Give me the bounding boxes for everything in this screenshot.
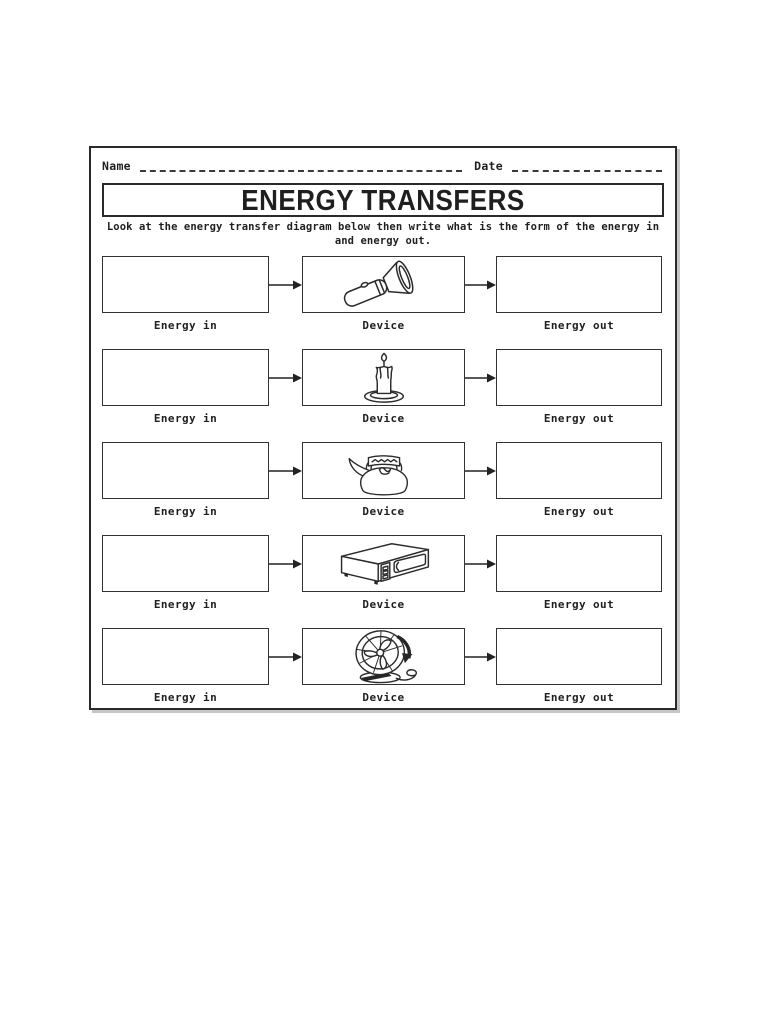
device-box <box>302 349 465 407</box>
arrow-right-icon <box>465 535 496 592</box>
transfer-row-kettle: Energy in Device <box>102 442 664 519</box>
energy-out-box[interactable] <box>496 349 662 407</box>
instructions: Look at the energy transfer diagram belo… <box>102 221 664 248</box>
energy-out-label: Energy out <box>543 505 615 519</box>
device-box <box>302 256 465 314</box>
energy-out-label: Energy out <box>543 319 615 333</box>
energy-out-label: Energy out <box>543 412 615 426</box>
kettle-icon <box>347 455 408 496</box>
energy-in-label: Energy in <box>153 598 218 612</box>
transfer-rows: Energy in <box>102 256 664 705</box>
arrow-right-icon <box>465 442 496 499</box>
energy-in-box[interactable] <box>102 442 269 500</box>
device-box <box>302 442 465 500</box>
instructions-line-2: and energy out. <box>334 234 432 247</box>
energy-in-label: Energy in <box>153 319 218 333</box>
device-label: Device <box>362 319 405 333</box>
energy-out-box[interactable] <box>496 256 662 314</box>
arrow-right-icon <box>269 535 302 592</box>
arrow-right-icon <box>269 628 302 685</box>
page-title: ENERGY TRANSFERS <box>241 182 525 216</box>
arrow-right-icon <box>269 442 302 499</box>
energy-in-box[interactable] <box>102 628 269 686</box>
energy-out-box[interactable] <box>496 628 662 686</box>
flashlight-icon <box>343 260 413 307</box>
name-label: Name <box>102 159 131 173</box>
device-box <box>302 535 465 593</box>
device-label: Device <box>362 598 405 612</box>
energy-in-box[interactable] <box>102 256 269 314</box>
arrow-right-icon <box>269 349 302 406</box>
energy-in-label: Energy in <box>153 412 218 426</box>
arrow-right-icon <box>269 256 302 313</box>
device-label: Device <box>362 505 405 519</box>
energy-out-box[interactable] <box>496 442 662 500</box>
candle-icon <box>363 352 404 403</box>
energy-out-label: Energy out <box>543 598 615 612</box>
transfer-row-candle: Energy in Device <box>102 349 664 426</box>
title-box: ENERGY TRANSFERS <box>102 183 664 217</box>
microwave-icon <box>340 542 429 585</box>
arrow-right-icon <box>465 256 496 313</box>
name-date-row: Name Date <box>102 156 664 173</box>
transfer-row-fan: Energy in <box>102 628 664 705</box>
energy-in-label: Energy in <box>153 691 218 705</box>
worksheet-page: Name Date ENERGY TRANSFERS Look at the e… <box>89 146 677 710</box>
energy-in-box[interactable] <box>102 535 269 593</box>
name-input-line[interactable] <box>139 159 463 172</box>
fan-icon <box>354 630 417 684</box>
arrow-right-icon <box>465 349 496 406</box>
device-label: Device <box>362 412 405 426</box>
energy-in-label: Energy in <box>153 505 218 519</box>
date-input-line[interactable] <box>512 159 662 172</box>
transfer-row-flashlight: Energy in <box>102 256 664 333</box>
instructions-line-1: Look at the energy transfer diagram belo… <box>106 221 660 233</box>
energy-out-label: Energy out <box>543 691 615 705</box>
transfer-row-microwave: Energy in <box>102 535 664 612</box>
energy-out-box[interactable] <box>496 535 662 593</box>
device-box <box>302 628 465 686</box>
date-label: Date <box>474 159 503 173</box>
energy-in-box[interactable] <box>102 349 269 407</box>
device-label: Device <box>362 691 405 705</box>
arrow-right-icon <box>465 628 496 685</box>
